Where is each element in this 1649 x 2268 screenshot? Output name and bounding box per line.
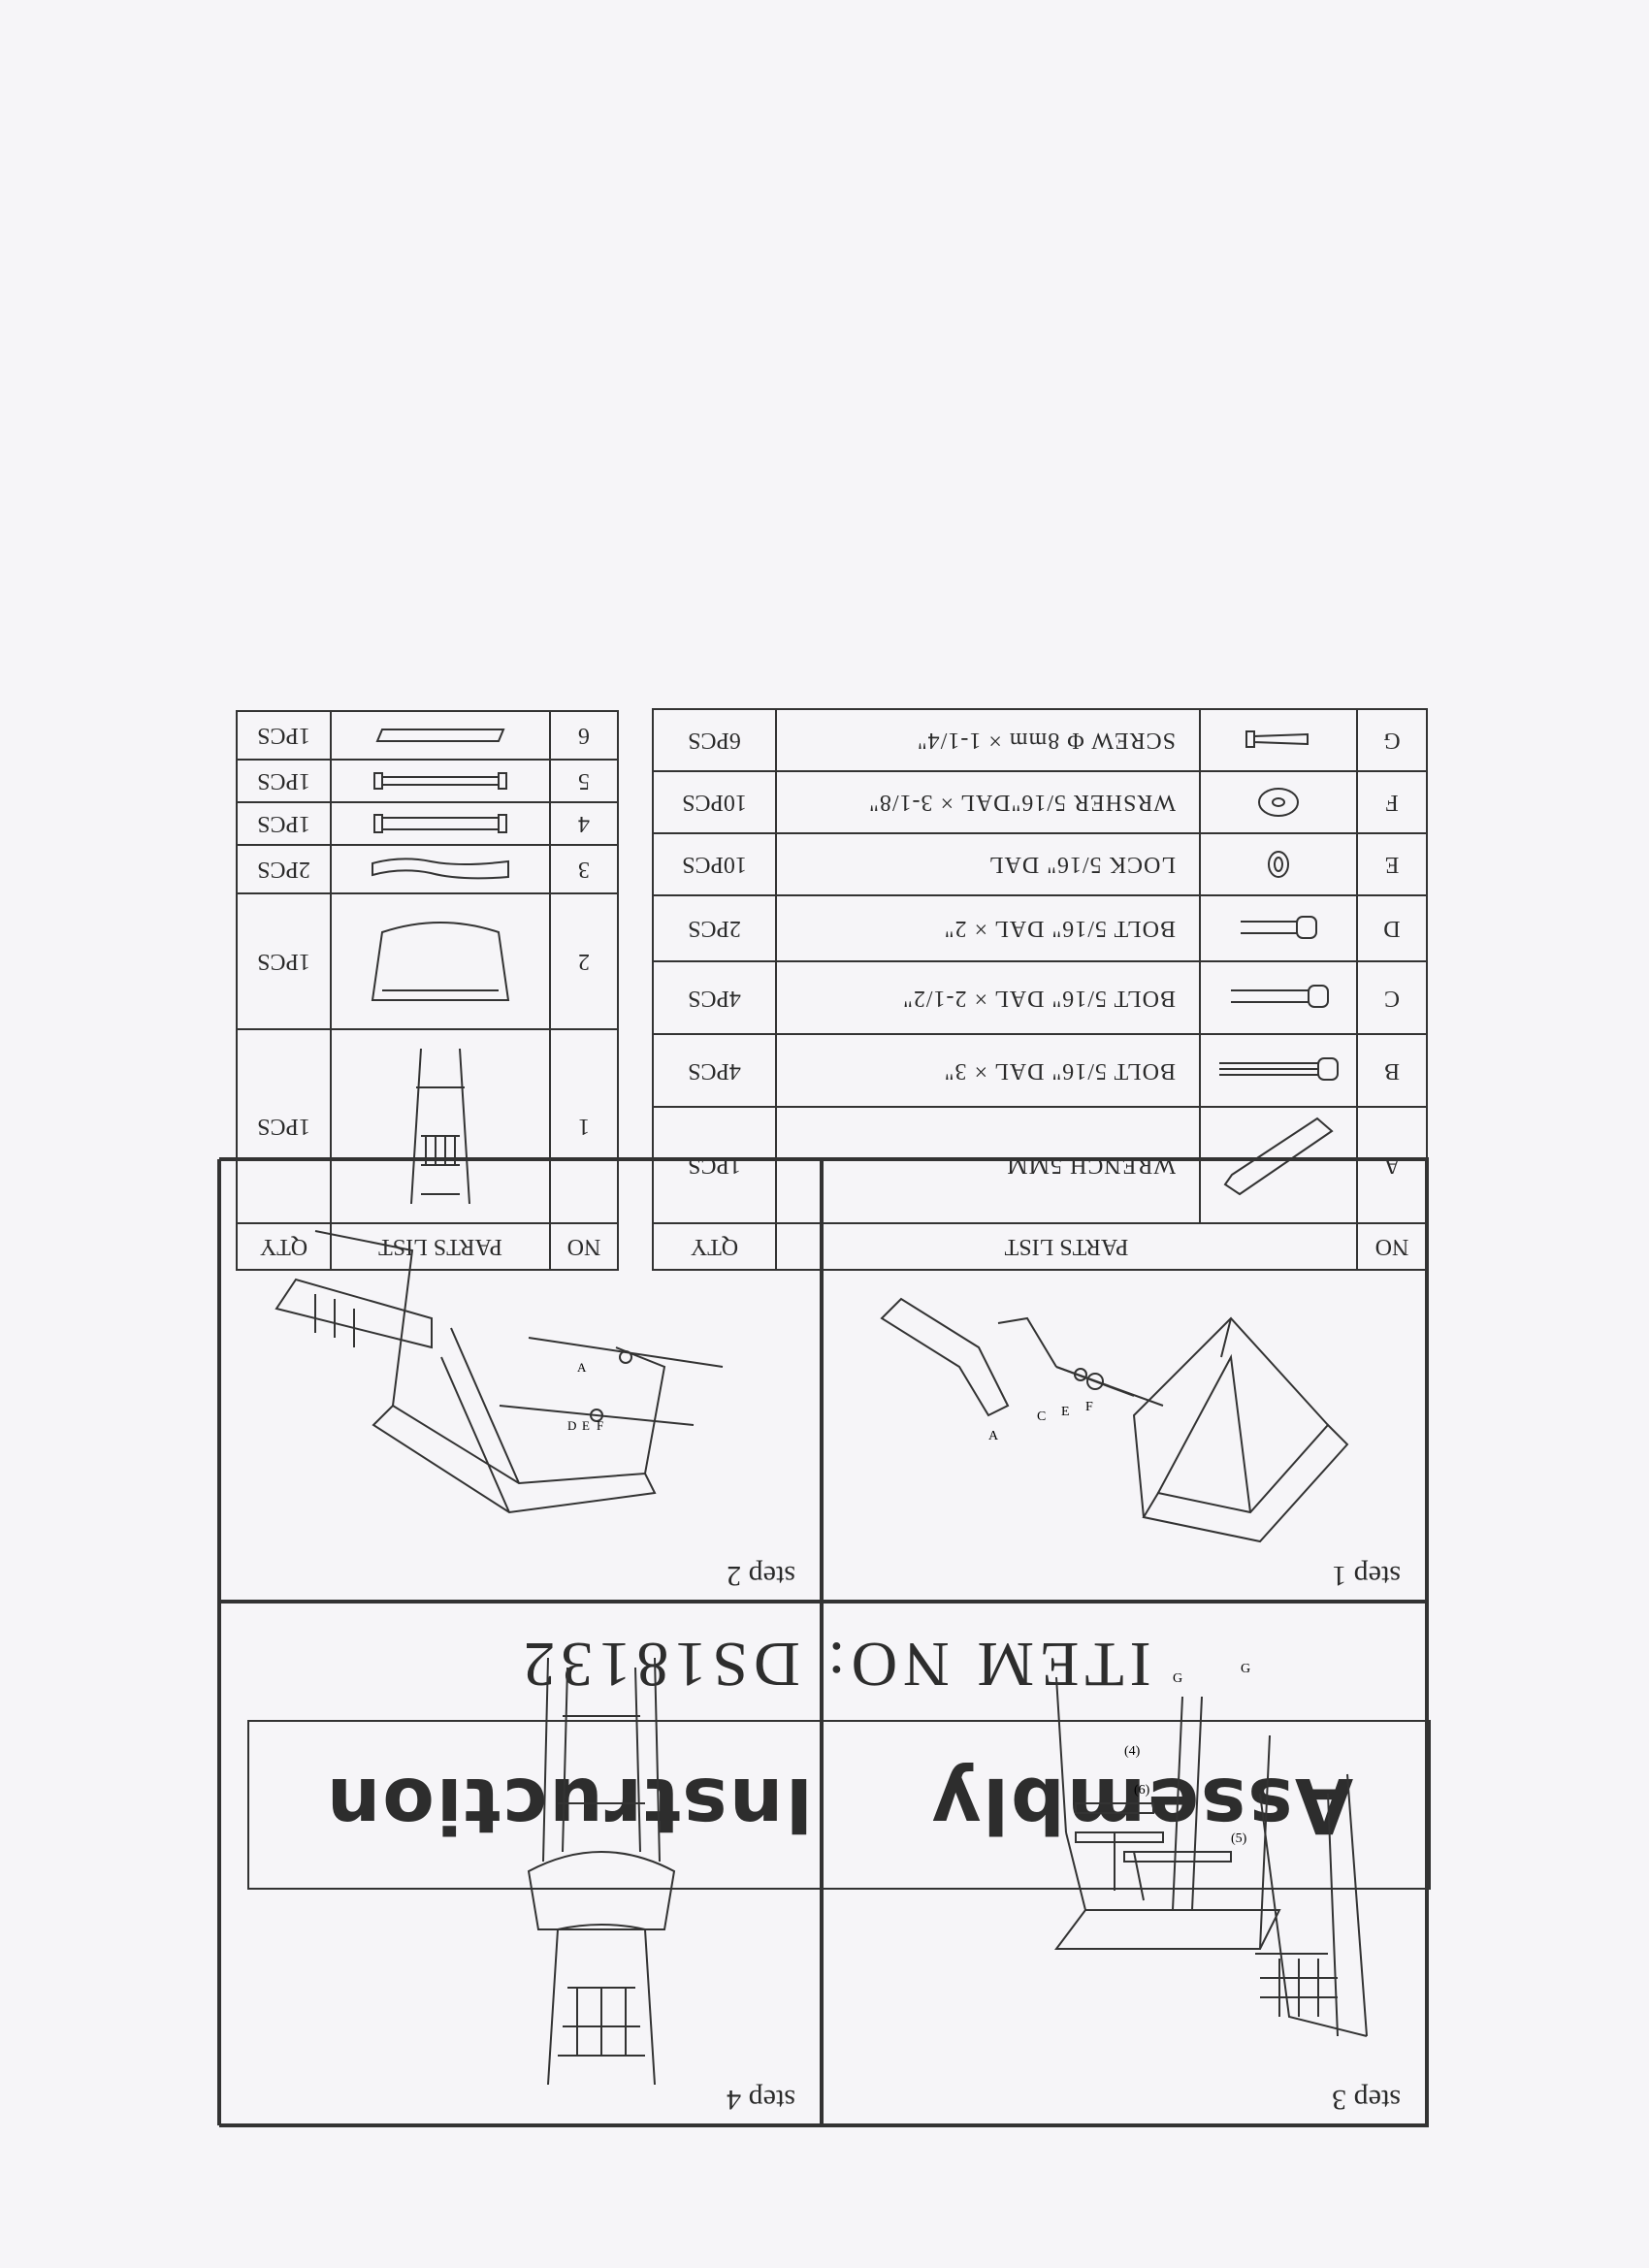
screw-icon — [1200, 709, 1357, 771]
row-no: B — [1357, 1034, 1427, 1107]
row-no: G — [1357, 709, 1427, 771]
leg-icon — [331, 845, 550, 893]
row-qty: 6PCS — [653, 709, 776, 771]
callout-c: C — [1037, 1409, 1046, 1424]
washer-icon — [1200, 771, 1357, 833]
table-row: C BOLT 5/16" DAL × 2-1/2" 4PCS — [653, 961, 1427, 1034]
callout-f: F — [597, 1418, 603, 1433]
table-row: 6 1PCS — [237, 711, 618, 760]
table-row: 1 1PCS — [237, 1029, 618, 1223]
row-qty: 10PCS — [653, 771, 776, 833]
step-4-panel: step 4 — [217, 1602, 822, 2125]
row-desc: WRSHER 5/16"DAL × 3-1/8" — [776, 771, 1200, 833]
row-qty: 2PCS — [237, 845, 331, 893]
wrench-icon — [1200, 1107, 1357, 1223]
chair-back-frame-icon — [331, 1029, 550, 1223]
bolt-icon — [1200, 895, 1357, 961]
callout-e: E — [582, 1418, 590, 1433]
step-2-diagram: F E D A — [275, 1230, 724, 1514]
row-desc: BOLT 5/16" DAL × 2" — [776, 895, 1200, 961]
row-desc: SCREW Φ 8mm × 1-1/4" — [776, 709, 1200, 771]
row-qty: 4PCS — [653, 1034, 776, 1107]
row-desc: BOLT 5/16" DAL × 3" — [776, 1034, 1200, 1107]
callout-a: A — [988, 1429, 999, 1443]
steps-grid: step 1 F E C A step 2 — [217, 1157, 1429, 2127]
row-no: E — [1357, 833, 1427, 895]
table-row: 2 1PCS — [237, 893, 618, 1029]
bolt-icon — [1200, 961, 1357, 1034]
callout-e: E — [1061, 1405, 1070, 1419]
row-no: D — [1357, 895, 1427, 961]
row-no: 6 — [550, 711, 618, 760]
rail-icon — [331, 711, 550, 760]
row-qty: 10PCS — [653, 833, 776, 895]
step-1-diagram: F E C A — [880, 1297, 1349, 1543]
step-label: step 3 — [1332, 2084, 1401, 2116]
rail-icon — [331, 802, 550, 845]
row-qty: 1PCS — [237, 893, 331, 1029]
row-no: 3 — [550, 845, 618, 893]
step-label: step 1 — [1332, 1560, 1401, 1592]
step-label: step 2 — [727, 1560, 795, 1592]
row-no: F — [1357, 771, 1427, 833]
callout-g: G — [1173, 1671, 1182, 1686]
table-row: F WRSHER 5/16"DAL × 3-1/8" 10PCS — [653, 771, 1427, 833]
row-no: C — [1357, 961, 1427, 1034]
component-parts-table: NO PARTS LIST QTY 1 1PCS 2 1PCS 3 2PCS — [236, 710, 619, 1271]
table-row: 4 1PCS — [237, 802, 618, 845]
step-3-diagram: (6) (4) (5) G G — [1054, 1662, 1368, 2037]
row-desc: LOCK 5/16" DAL — [776, 833, 1200, 895]
callout-5: (5) — [1231, 1831, 1247, 1846]
rail-icon — [331, 760, 550, 802]
table-row: 3 2PCS — [237, 845, 618, 893]
row-no: 4 — [550, 802, 618, 845]
row-no: 5 — [550, 760, 618, 802]
callout-a: A — [577, 1360, 587, 1375]
step-3-panel: step 3 (6) (4) (5) G G — [822, 1602, 1427, 2125]
callout-f: F — [1085, 1400, 1093, 1414]
row-qty: 1PCS — [237, 760, 331, 802]
seat-icon — [331, 893, 550, 1029]
callout-4: (4) — [1124, 1744, 1141, 1759]
step-1-panel: step 1 F E C A — [822, 1159, 1427, 1602]
row-qty: 1PCS — [237, 802, 331, 845]
hardware-parts-table: NO PARTS LIST QTY A WRENCH 5MM 1PCS B BO… — [652, 708, 1428, 1271]
row-qty: 1PCS — [237, 711, 331, 760]
table-row: D BOLT 5/16" DAL × 2" 2PCS — [653, 895, 1427, 961]
lock-washer-icon — [1200, 833, 1357, 895]
step-4-diagram — [527, 1657, 676, 2086]
callout-d: D — [567, 1418, 576, 1433]
table-row: 5 1PCS — [237, 760, 618, 802]
callout-g: G — [1241, 1662, 1250, 1676]
table-row: G SCREW Φ 8mm × 1-1/4" 6PCS — [653, 709, 1427, 771]
row-qty: 4PCS — [653, 961, 776, 1034]
row-qty: 2PCS — [653, 895, 776, 961]
table-row: B BOLT 5/16" DAL × 3" 4PCS — [653, 1034, 1427, 1107]
table-row: E LOCK 5/16" DAL 10PCS — [653, 833, 1427, 895]
callout-6: (6) — [1134, 1783, 1150, 1798]
row-desc: BOLT 5/16" DAL × 2-1/2" — [776, 961, 1200, 1034]
step-2-panel: step 2 F E D A — [217, 1159, 822, 1602]
step-label: step 4 — [727, 2084, 795, 2116]
bolt-icon — [1200, 1034, 1357, 1107]
table-row: A WRENCH 5MM 1PCS — [653, 1107, 1427, 1223]
row-no: 2 — [550, 893, 618, 1029]
